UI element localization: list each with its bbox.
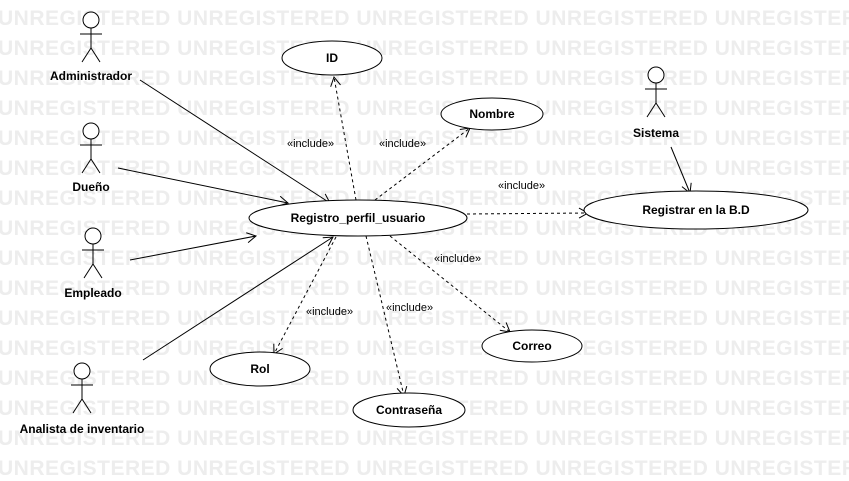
- use-case-nombre-label: Nombre: [469, 107, 515, 121]
- include-arrow-nombre: [374, 127, 471, 201]
- use-case-correo-label: Correo: [512, 339, 551, 353]
- use-case-correo[interactable]: Correo: [481, 329, 583, 363]
- use-case-rol-label: Rol: [250, 362, 269, 376]
- actor-sistema[interactable]: Sistema: [633, 66, 679, 140]
- association-dueno: [117, 167, 290, 207]
- actor-empleado[interactable]: Empleado: [64, 227, 122, 300]
- association-empleado: [129, 232, 258, 261]
- stick-figure-icon: [645, 66, 667, 118]
- use-case-registro-label: Registro_perfil_usuario: [291, 211, 426, 225]
- use-case-registro-perfil-usuario[interactable]: Registro_perfil_usuario: [248, 199, 468, 237]
- actor-empleado-label: Empleado: [64, 286, 121, 300]
- include-label-rol: «include»: [306, 306, 353, 318]
- include-label-contrasena: «include»: [386, 302, 433, 314]
- include-arrow-contrasena: [365, 235, 408, 398]
- stick-figure-icon: [80, 122, 102, 174]
- association-sistema: [670, 146, 692, 194]
- actor-analista-inventario[interactable]: Analista de inventario: [20, 362, 145, 436]
- include-arrow-rol: [273, 236, 337, 355]
- actor-dueno-label: Dueño: [72, 180, 109, 194]
- use-case-nombre[interactable]: Nombre: [440, 97, 544, 131]
- include-arrow-registrar: [466, 207, 590, 219]
- association-administrador: [139, 79, 331, 204]
- use-case-contrasena[interactable]: Contraseña: [352, 392, 466, 428]
- actor-sistema-label: Sistema: [633, 126, 679, 140]
- use-case-id[interactable]: ID: [281, 40, 383, 76]
- stick-figure-icon: [80, 11, 102, 63]
- stick-figure-icon: [82, 227, 104, 279]
- stick-figure-icon: [71, 362, 93, 414]
- use-case-id-label: ID: [326, 51, 338, 65]
- actor-dueno[interactable]: Dueño: [72, 122, 110, 194]
- include-label-nombre: «include»: [379, 138, 426, 150]
- use-case-registrar-bd-label: Registrar en la B.D: [642, 203, 750, 217]
- use-case-rol[interactable]: Rol: [209, 351, 311, 387]
- use-case-registrar-bd[interactable]: Registrar en la B.D: [583, 190, 809, 230]
- actor-analista-label: Analista de inventario: [20, 422, 145, 436]
- include-label-id: «include»: [287, 138, 334, 150]
- include-label-registrar: «include»: [498, 180, 545, 192]
- include-label-correo: «include»: [434, 253, 481, 265]
- use-case-contrasena-label: Contraseña: [376, 403, 442, 417]
- include-arrow-correo: [389, 235, 511, 333]
- association-analista: [142, 236, 334, 361]
- actor-administrador-label: Administrador: [50, 69, 132, 83]
- include-arrow-id: [330, 75, 357, 201]
- actor-administrador[interactable]: Administrador: [50, 11, 132, 83]
